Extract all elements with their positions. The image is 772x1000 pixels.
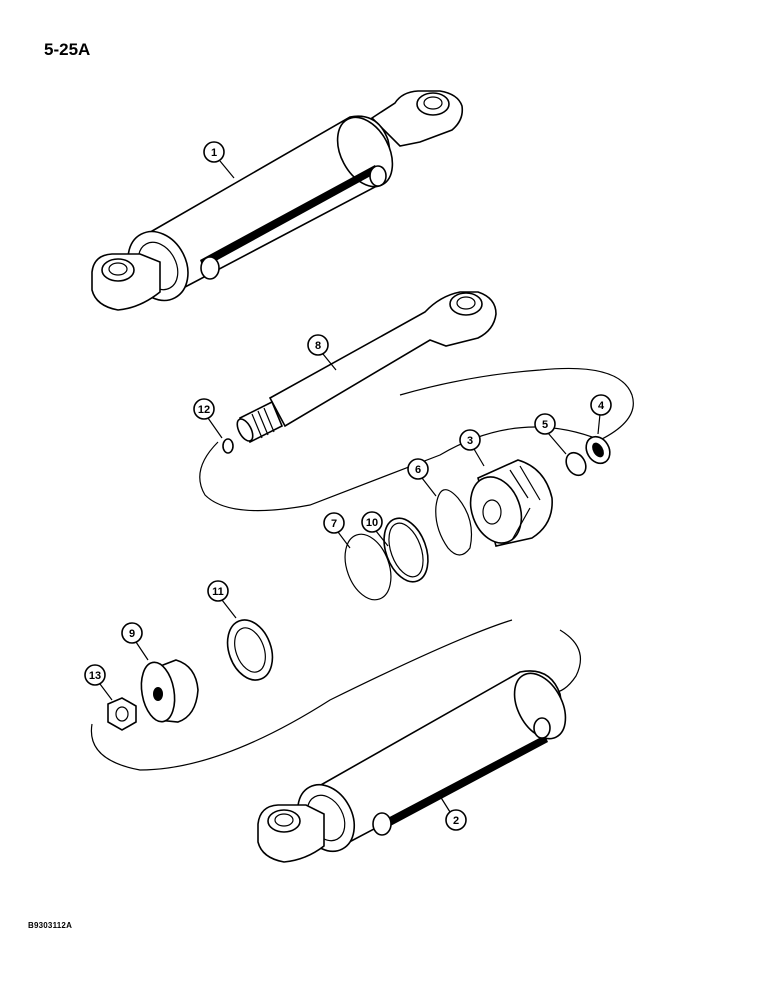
callout-6: 6	[407, 458, 437, 497]
svg-text:3: 3	[467, 435, 473, 447]
callout-9: 9	[121, 622, 149, 661]
o-ring-12	[222, 438, 234, 454]
rod-8	[236, 291, 497, 444]
callout-7: 7	[323, 512, 351, 549]
nut-13	[107, 697, 137, 731]
svg-text:5: 5	[542, 419, 548, 431]
callout-8: 8	[307, 334, 337, 371]
gland-3	[469, 459, 553, 547]
snap-ring-6	[435, 489, 473, 556]
seal-11	[226, 619, 274, 681]
callout-11: 11	[207, 580, 237, 619]
o-ring-7	[344, 533, 392, 601]
backup-ring-10	[383, 517, 429, 583]
svg-text:2: 2	[453, 815, 459, 827]
callout-13: 13	[84, 664, 113, 701]
seal-5	[565, 451, 587, 477]
svg-text:13: 13	[89, 670, 101, 682]
page-number: 5-25A	[44, 40, 91, 59]
svg-text:4: 4	[598, 400, 605, 412]
svg-text:12: 12	[198, 404, 210, 416]
barrel-2	[257, 670, 567, 863]
svg-text:10: 10	[366, 517, 378, 529]
grouping-loop-upper	[199, 367, 634, 512]
svg-text:1: 1	[211, 147, 217, 159]
callout-2: 2	[439, 795, 467, 831]
piston-9	[140, 659, 199, 723]
callout-1: 1	[203, 141, 235, 179]
svg-text:9: 9	[129, 628, 135, 640]
callout-10: 10	[361, 511, 389, 547]
cylinder-assembly-1	[91, 90, 464, 311]
svg-text:11: 11	[212, 586, 224, 598]
callout-3: 3	[459, 429, 485, 467]
figure-code: B9303112A	[28, 921, 73, 930]
callout-5: 5	[534, 413, 567, 455]
svg-text:8: 8	[315, 340, 321, 352]
callout-12: 12	[193, 398, 223, 439]
svg-text:7: 7	[331, 518, 337, 530]
callout-4: 4	[590, 394, 612, 435]
svg-text:6: 6	[415, 464, 421, 476]
